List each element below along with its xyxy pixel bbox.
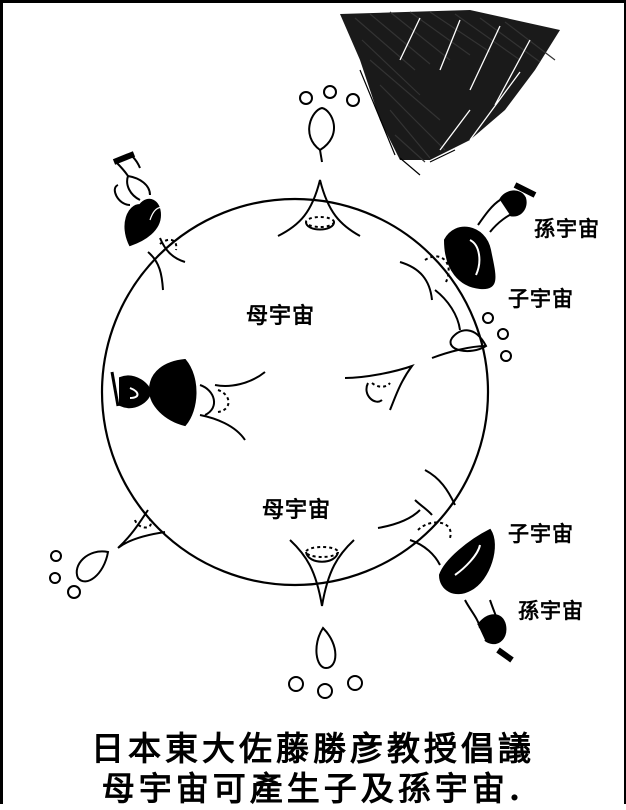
label-grandchild-universe-bottom: 孫宇宙 bbox=[518, 595, 584, 625]
label-child-universe-top: 子宇宙 bbox=[508, 283, 574, 313]
bottom-throat bbox=[289, 540, 362, 698]
label-grandchild-universe-top: 孫宇宙 bbox=[534, 213, 600, 243]
label-child-universe-bottom: 子宇宙 bbox=[508, 518, 574, 548]
top-throat bbox=[278, 86, 360, 236]
label-mother-universe-bottom: 母宇宙 bbox=[262, 492, 331, 524]
inner-throat-right bbox=[345, 366, 412, 410]
hatched-shadow bbox=[340, 10, 560, 175]
left-bottom-throat bbox=[50, 510, 165, 598]
label-mother-universe-top: 母宇宙 bbox=[246, 298, 315, 330]
caption-line-2: 母宇宙可產生子及孫宇宙. bbox=[0, 762, 626, 810]
inner-throat-left bbox=[112, 360, 265, 440]
upper-left-branch bbox=[114, 154, 185, 290]
right-lower-branch bbox=[378, 510, 512, 660]
right-throat bbox=[432, 313, 511, 361]
